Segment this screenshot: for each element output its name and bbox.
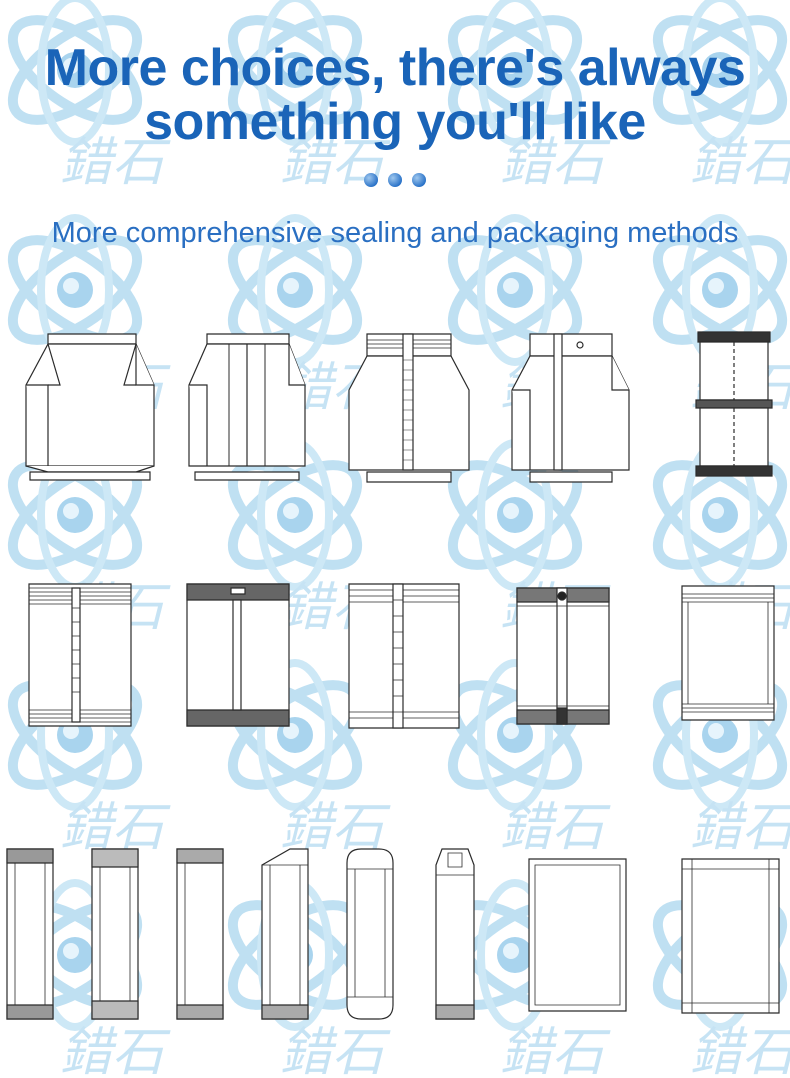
back-seal-pillow-bag-icon	[25, 578, 135, 733]
stick-pack-rounded-seal-icon	[345, 845, 395, 1023]
stick-pack-plain-icon	[175, 845, 225, 1023]
stick-pack-angled-top-icon	[260, 845, 310, 1023]
decorative-dots	[364, 172, 426, 188]
zigzag-edge-pillow-bag-icon	[513, 582, 613, 732]
four-side-seal-sachet-wide-icon	[678, 855, 783, 1017]
section-subtitle: More comprehensive sealing and packaging…	[51, 217, 739, 249]
back-seal-gusset-bag-with-notch-icon	[508, 330, 633, 485]
three-side-seal-bag-icon	[678, 580, 778, 725]
shaped-spout-sachet-icon	[428, 845, 483, 1023]
multi-chamber-bag-icon	[688, 328, 778, 483]
back-seal-gusset-bag-icon	[345, 330, 473, 485]
dot-icon	[412, 173, 426, 187]
headline-line-2: something you'll like	[144, 93, 646, 151]
double-gusset-bag-icon	[185, 330, 310, 485]
back-seal-pillow-bag-plain-icon	[345, 580, 463, 732]
four-side-seal-sachet-icon	[525, 855, 630, 1015]
gusseted-bag-icon	[20, 330, 160, 485]
dot-icon	[388, 173, 402, 187]
stick-pack-icon	[5, 845, 55, 1023]
stick-pack-textured-seal-icon	[90, 845, 140, 1023]
dot-icon	[364, 173, 378, 187]
headline-line-1: More choices, there's always	[44, 39, 746, 97]
pillow-bag-with-hang-hole-icon	[183, 580, 293, 730]
